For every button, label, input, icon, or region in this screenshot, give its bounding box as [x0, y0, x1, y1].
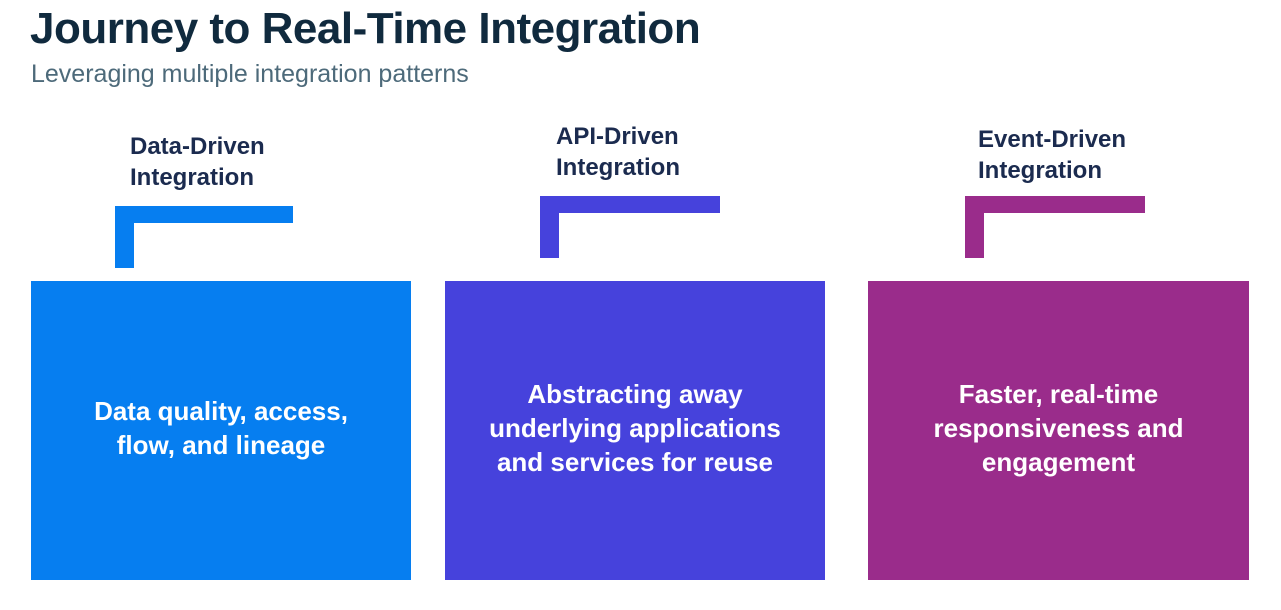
page-subtitle: Leveraging multiple integration patterns [31, 60, 469, 88]
bracket-vertical-event-driven [965, 196, 984, 258]
box-text-api-driven: Abstracting away underlying applications… [489, 378, 781, 477]
box-text-data-driven: Data quality, access, flow, and lineage [94, 395, 348, 460]
box-api-driven: Abstracting away underlying applications… [445, 281, 825, 580]
bracket-vertical-data-driven [115, 206, 134, 268]
bracket-vertical-api-driven [540, 196, 559, 258]
page-title: Journey to Real-Time Integration [30, 4, 701, 53]
bracket-horizontal-event-driven [965, 196, 1145, 213]
column-heading-data-driven: Data-Driven Integration [130, 133, 265, 191]
column-heading-event-driven: Event-Driven Integration [978, 126, 1127, 184]
box-data-driven: Data quality, access, flow, and lineage [31, 281, 411, 580]
bracket-horizontal-data-driven [115, 206, 293, 223]
box-text-event-driven: Faster, real-time responsiveness and eng… [933, 378, 1184, 477]
box-event-driven: Faster, real-time responsiveness and eng… [868, 281, 1249, 580]
column-heading-api-driven: API-Driven Integration [556, 123, 680, 181]
bracket-horizontal-api-driven [540, 196, 720, 213]
